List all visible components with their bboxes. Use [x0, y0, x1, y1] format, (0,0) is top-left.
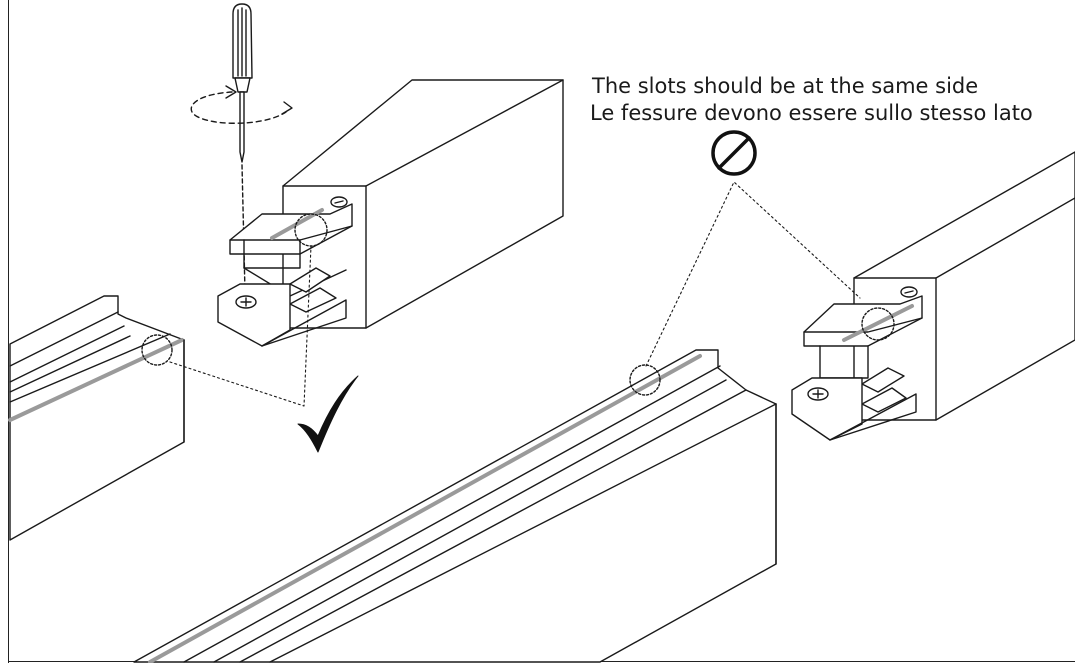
correct-link-line — [169, 245, 312, 407]
left-rail — [8, 295, 185, 541]
check-mark-icon — [297, 375, 359, 453]
left-connector — [217, 79, 564, 347]
center-rail — [133, 349, 777, 663]
caption-english: The slots should be at the same side — [592, 74, 979, 98]
screwdriver-icon — [190, 3, 293, 163]
frame-left-border — [8, 0, 9, 663]
prohibited-icon — [711, 130, 757, 176]
right-connector — [791, 151, 1075, 441]
caption-italian: Le fessure devono essere sullo stesso la… — [590, 101, 1033, 125]
